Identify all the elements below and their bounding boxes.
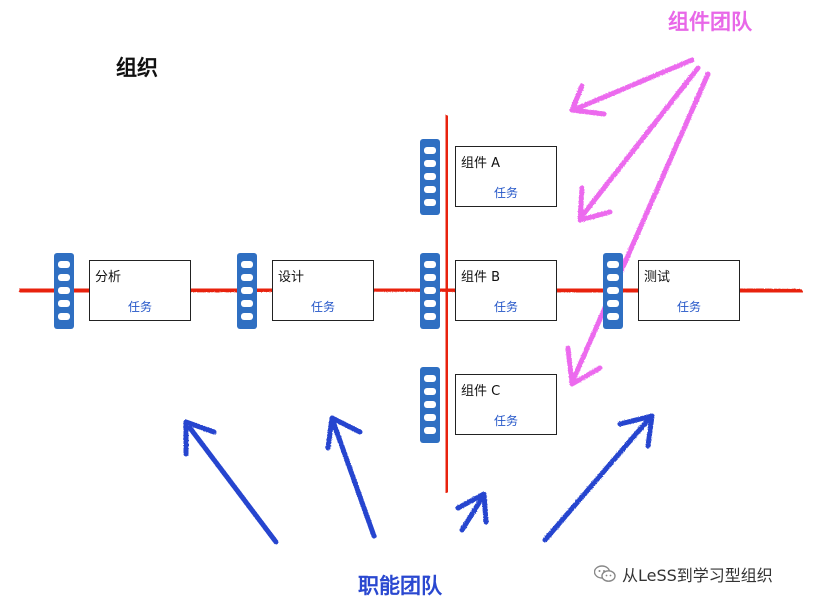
kanban-board-icon xyxy=(420,367,440,443)
task-label: 任务 xyxy=(310,300,335,314)
kanban-board-icon xyxy=(603,253,623,329)
box-label: 测试 xyxy=(644,270,671,285)
box-component-c: 组件 C 任务 xyxy=(455,374,557,435)
task-label: 任务 xyxy=(676,300,701,314)
box-design: 设计 任务 xyxy=(272,260,374,321)
wechat-icon xyxy=(594,565,616,582)
box-component-a: 组件 A 任务 xyxy=(455,146,557,207)
watermark-text: 从LeSS到学习型组织 xyxy=(622,566,773,585)
feature-team-label: 职能团队 xyxy=(358,574,442,598)
box-label: 设计 xyxy=(278,270,305,285)
kanban-board-icon xyxy=(54,253,74,329)
box-label: 组件 B xyxy=(461,270,501,285)
component-team-label: 组件团队 xyxy=(668,10,752,34)
component-team-arrows xyxy=(565,57,711,387)
task-label: 任务 xyxy=(493,414,518,428)
kanban-board-icon xyxy=(420,253,440,329)
watermark: 从LeSS到学习型组织 xyxy=(594,562,773,586)
box-component-b: 组件 B 任务 xyxy=(455,260,557,321)
vertical-red-line xyxy=(443,115,451,493)
task-label: 任务 xyxy=(493,300,518,314)
feature-team-arrows xyxy=(183,413,655,545)
kanban-board-icon xyxy=(420,139,440,215)
box-label: 组件 A xyxy=(461,156,501,171)
box-label: 分析 xyxy=(95,270,122,285)
box-analysis: 分析 任务 xyxy=(89,260,191,321)
kanban-board-icon xyxy=(237,253,257,329)
box-test: 测试 任务 xyxy=(638,260,740,321)
box-label: 组件 C xyxy=(461,384,501,399)
page-title: 组织 xyxy=(116,56,158,80)
task-label: 任务 xyxy=(493,186,518,200)
task-label: 任务 xyxy=(127,300,152,314)
